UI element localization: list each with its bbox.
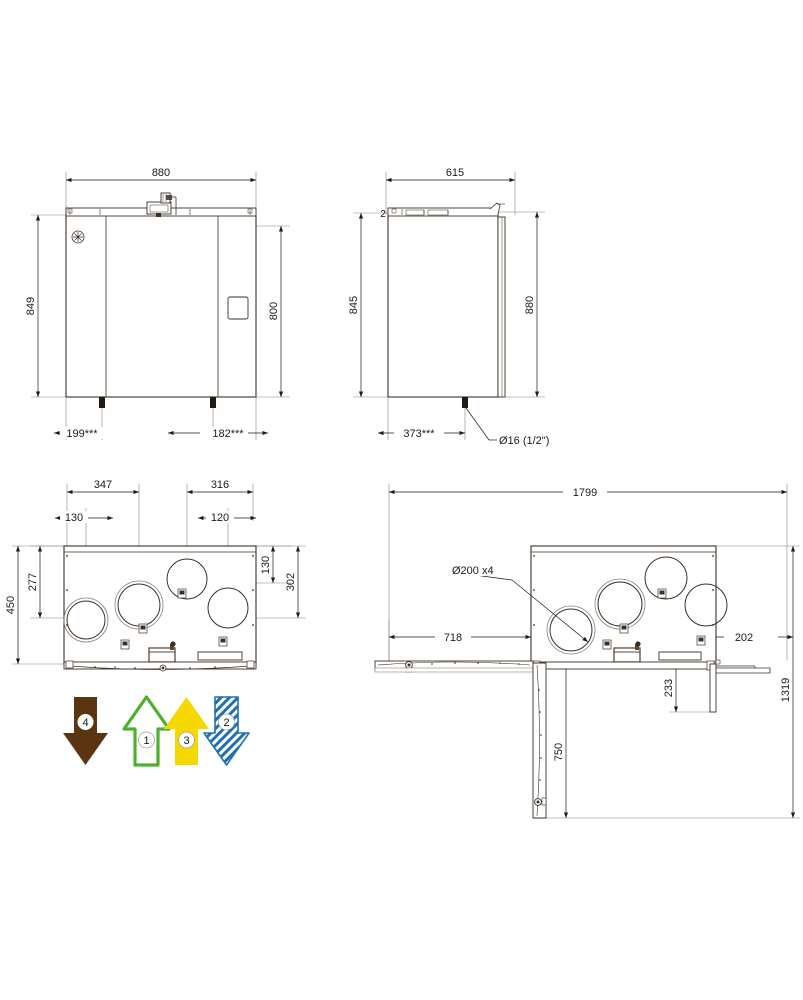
dim-front-feet: 199*** 182***	[54, 398, 268, 440]
control-box	[148, 647, 176, 663]
dim-120-label: 120	[211, 512, 229, 524]
front-top-fitting	[146, 192, 177, 217]
dim-front-height-body: 800	[254, 225, 290, 398]
front-access-hatch	[227, 296, 249, 320]
dim-615: 615	[446, 167, 464, 179]
side-cabinet-body	[387, 214, 499, 398]
svc-port-label-icons	[602, 588, 706, 650]
airflow-arrow-4: 4	[63, 697, 108, 765]
svc-port-4	[684, 583, 728, 627]
front-cabinet-body	[65, 214, 257, 398]
dim-202-label: 202	[735, 632, 753, 644]
svc-port-3	[644, 556, 688, 600]
arrow-3-shape	[164, 697, 209, 765]
dim-199: 199***	[66, 428, 98, 440]
dim-316-label: 316	[211, 479, 229, 491]
arrow-4-badge	[77, 714, 94, 730]
front-elevation-view: 880 849 800	[25, 167, 290, 440]
dim-side-depth: 615	[385, 167, 516, 215]
dim-845: 845	[348, 296, 360, 314]
dim-130-right-label: 130	[260, 556, 272, 574]
service-plan-body	[530, 545, 717, 665]
dim-316: 316	[186, 479, 254, 580]
dim-side-drain-offset: 373***	[378, 398, 466, 440]
dim-side-height-body: 880	[497, 211, 545, 398]
top-plan-view: 347 316 130 120 4	[5, 479, 306, 672]
dim-750: 750	[553, 664, 569, 818]
arrow-1-label: 1	[143, 735, 149, 747]
front-door-open-vertical	[532, 662, 547, 819]
dim-front-height-total: 849	[25, 214, 68, 398]
dim-side-height-total: 845	[348, 212, 388, 398]
side-elevation-view: 615 845 880 2	[348, 167, 549, 447]
port-1	[66, 600, 106, 640]
right-panel-open	[709, 659, 771, 713]
port-label-icons	[120, 588, 228, 650]
leader-drain-note: Ø16 (1/2")	[465, 407, 549, 447]
brand-logo-icon	[71, 230, 85, 244]
arrow-3-label: 3	[183, 735, 189, 747]
svc-port-1	[549, 608, 593, 652]
dim-1799: 1799	[388, 484, 788, 668]
dim-718: 718	[388, 620, 531, 668]
dim-233-label: 233	[663, 679, 675, 697]
port-4	[207, 587, 249, 629]
side-door-slab	[497, 216, 506, 398]
arrow-2-label: 2	[223, 717, 229, 729]
arrow-2-badge	[218, 713, 235, 731]
airflow-legend: 4 1 3 2	[63, 695, 250, 767]
dim-450-label: 450	[5, 596, 17, 614]
dim-880-side: 880	[524, 296, 536, 314]
airflow-arrow-2: 2	[203, 696, 250, 766]
filter-slot	[197, 651, 243, 661]
dim-1319: 1319	[546, 545, 800, 819]
side-drain-outlet	[462, 397, 468, 408]
dim-277-label: 277	[27, 573, 39, 591]
right-panel-horizontal	[715, 667, 771, 674]
arrow-3-badge	[178, 731, 195, 749]
port-3	[166, 558, 208, 600]
svc-port-outer-1	[546, 605, 596, 655]
airflow-arrow-3: 3	[164, 697, 209, 765]
svc-control-box	[613, 647, 641, 663]
dim-120: 120	[198, 508, 256, 608]
service-clearance-view: 1799 718 202 1319 750	[374, 484, 800, 819]
left-door-open-horizontal	[374, 660, 534, 673]
dim-800: 800	[268, 302, 280, 320]
arrow-1-badge	[138, 731, 155, 749]
leader-port-note: Ø200 x4	[449, 562, 589, 643]
top-plan-ports	[63, 558, 249, 643]
front-foot-right	[210, 397, 216, 408]
dim-1319-label: 1319	[780, 678, 792, 702]
side-top-marker: 2	[380, 209, 386, 220]
dim-880-front: 880	[152, 167, 170, 179]
svc-base-rail	[530, 661, 717, 670]
dim-750-label: 750	[553, 743, 565, 761]
note-d16: Ø16 (1/2")	[499, 435, 549, 447]
top-plan-front-components	[63, 641, 257, 672]
dim-302-label: 302	[285, 573, 297, 591]
dim-182: 182***	[212, 428, 244, 440]
front-foot-left	[99, 397, 105, 408]
dim-849: 849	[25, 297, 37, 315]
right-panel-vertical	[709, 663, 717, 713]
note-d200: Ø200 x4	[452, 565, 494, 577]
airflow-arrow-1: 1	[122, 695, 171, 767]
dim-347-label: 347	[94, 479, 112, 491]
arrow-1-shape	[122, 695, 171, 767]
port-outer-1	[63, 597, 109, 643]
dim-1799-label: 1799	[573, 487, 597, 499]
arrow-4-label: 4	[82, 717, 88, 729]
arrow-2-shape	[203, 696, 250, 766]
arrow-4-shape	[63, 697, 108, 765]
dim-130-left-label: 130	[65, 512, 83, 524]
svc-filter-slot	[658, 651, 702, 661]
dim-718-label: 718	[444, 632, 462, 644]
dim-373: 373***	[403, 428, 435, 440]
